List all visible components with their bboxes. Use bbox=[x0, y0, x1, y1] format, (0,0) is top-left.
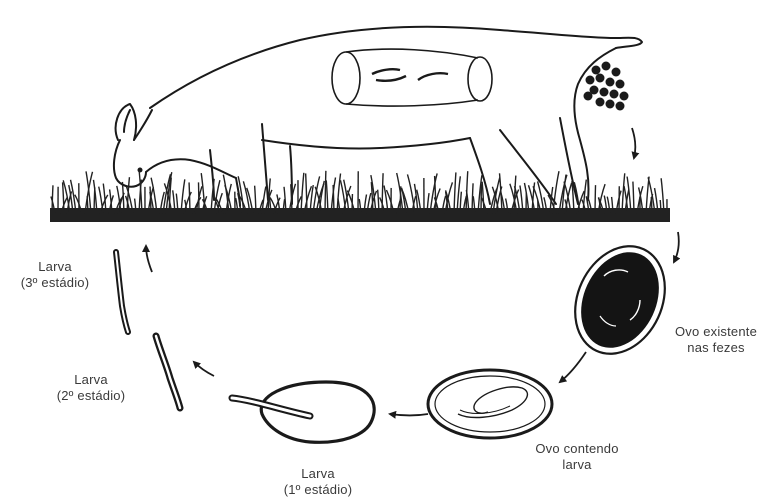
larva-stage3-icon bbox=[116, 252, 128, 332]
arrow-ground-to-egg-icon bbox=[674, 232, 679, 262]
label-larva-3rd-stage: Larva (3º estádio) bbox=[6, 259, 104, 291]
grass-blade bbox=[86, 171, 91, 214]
label-larva-1st-line2: (1º estádio) bbox=[258, 482, 378, 498]
feces-pellets-icon bbox=[584, 62, 629, 111]
label-larva-2nd-line2: (2º estádio) bbox=[36, 388, 146, 404]
arrow-egg-to-egglarva-icon bbox=[560, 352, 586, 382]
grass-blade bbox=[454, 172, 456, 214]
label-larva-1st-line1: Larva bbox=[258, 466, 378, 482]
grass-blade bbox=[595, 185, 596, 214]
grass-blade bbox=[622, 173, 625, 214]
label-egg-in-feces-line1: Ovo existente bbox=[660, 324, 772, 340]
grass-blade bbox=[660, 200, 661, 214]
grass-blade bbox=[651, 197, 652, 214]
larva-stage2-icon bbox=[156, 336, 180, 408]
label-larva-2nd-line1: Larva bbox=[36, 372, 146, 388]
arrow-feces-to-ground-icon bbox=[632, 128, 635, 158]
label-larva-2nd-stage: Larva (2º estádio) bbox=[36, 372, 146, 404]
label-larva-1st-stage: Larva (1º estádio) bbox=[258, 466, 378, 498]
grass-blade bbox=[333, 185, 334, 214]
label-egg-with-larva-line1: Ovo contendo bbox=[512, 441, 642, 457]
label-larva-3rd-line2: (3º estádio) bbox=[6, 275, 104, 291]
intestine-segment-icon bbox=[332, 49, 492, 106]
grass-blade bbox=[325, 171, 326, 214]
label-larva-3rd-line1: Larva bbox=[6, 259, 104, 275]
egg-larva-icon bbox=[428, 370, 552, 438]
larva-stage1-icon bbox=[232, 382, 374, 442]
pig-icon bbox=[114, 27, 642, 206]
label-egg-with-larva-line2: larva bbox=[512, 457, 642, 473]
grass-icon bbox=[50, 171, 670, 222]
label-egg-with-larva: Ovo contendo larva bbox=[512, 441, 642, 473]
label-egg-in-feces: Ovo existente nas fezes bbox=[660, 324, 772, 356]
grass-blade bbox=[301, 173, 304, 214]
arrow-egglarva-to-larva1-icon bbox=[390, 414, 428, 416]
grass-blade bbox=[87, 196, 88, 214]
arrow-larva3-to-pig-icon bbox=[146, 246, 152, 272]
label-egg-in-feces-line2: nas fezes bbox=[660, 340, 772, 356]
pig-eye bbox=[138, 168, 143, 173]
arrow-larva1-to-larva2-icon bbox=[194, 362, 214, 376]
